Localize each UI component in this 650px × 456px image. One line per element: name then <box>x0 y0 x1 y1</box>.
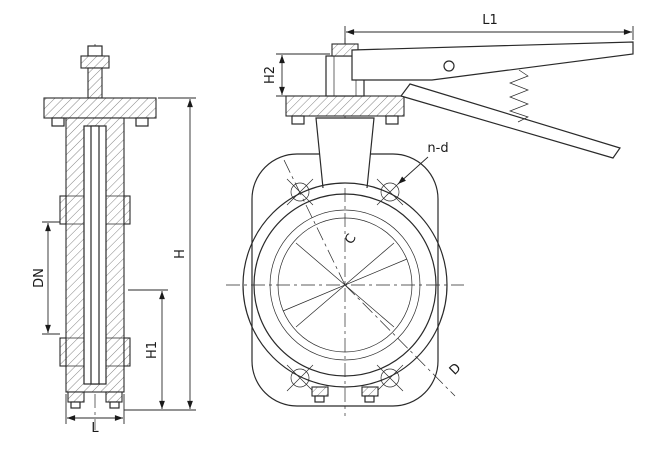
label-l: L <box>91 421 99 436</box>
dn-extension-lines <box>42 221 60 335</box>
front-plate-bolt-right <box>385 115 399 125</box>
dimension-h: H <box>124 97 196 411</box>
foot-right <box>105 391 123 403</box>
label-h2: H2 <box>263 66 278 84</box>
label-h1: H1 <box>145 341 160 359</box>
side-view-dimensions: DN H H1 L <box>32 97 196 436</box>
stem-rod <box>90 125 100 385</box>
stem-cap <box>80 55 110 69</box>
stem-knob <box>87 45 103 57</box>
n-d-leader-line <box>397 156 429 185</box>
lever-hole <box>443 60 455 72</box>
label-n-d: n-d <box>427 141 448 156</box>
foot-bolt-right <box>109 401 120 409</box>
neck <box>315 117 375 189</box>
foot-bolt-left <box>70 401 81 409</box>
front-view-dimensions: L1 H2 n-d C D <box>263 13 634 397</box>
dimension-dn: DN <box>32 221 60 335</box>
spring <box>508 69 529 123</box>
lever-handle <box>351 41 634 81</box>
callout-n-d: n-d <box>397 141 449 185</box>
front-plate-bolt-left <box>291 115 305 125</box>
front-foot-bolt-right <box>364 395 375 403</box>
seat-ring-lower-right <box>123 337 131 367</box>
front-view <box>226 38 634 416</box>
seat-ring-upper-left <box>59 195 67 225</box>
label-d: D <box>447 361 465 379</box>
l1-extension-lines <box>344 26 634 44</box>
bolt-hole-bottom-right <box>376 364 404 392</box>
seat-ring-upper-right <box>123 195 131 225</box>
d-diagonal-centerline <box>344 284 456 397</box>
front-foot-right <box>361 386 379 397</box>
plate-bolt-left <box>51 117 65 127</box>
c-diagonal-centerline <box>283 159 346 286</box>
plate-bolt-right <box>135 117 149 127</box>
trigger-lever <box>400 83 621 159</box>
stem <box>87 67 103 99</box>
disc-circle <box>277 217 413 353</box>
dimension-l: L <box>65 394 125 436</box>
seat-detail-lines <box>66 195 124 367</box>
top-flange-plate <box>43 97 157 119</box>
label-l1: L1 <box>482 13 498 28</box>
front-foot-bolt-left <box>314 395 325 403</box>
dimension-d: D <box>344 284 465 397</box>
flange-outer-circle <box>242 182 448 388</box>
dimension-h1: H1 <box>128 289 168 409</box>
h-extension-lines <box>124 97 196 411</box>
bore-circle <box>269 209 421 361</box>
side-view <box>43 44 157 430</box>
h2-extension-lines <box>276 53 330 97</box>
flange-inner-circle <box>253 193 437 377</box>
front-mounting-plate <box>285 95 405 117</box>
l-extension-lines <box>65 394 125 424</box>
front-foot-left <box>311 386 329 397</box>
dimension-l1: L1 <box>344 13 634 44</box>
dimension-h2: H2 <box>263 53 330 97</box>
seat-ring-lower-left <box>59 337 67 367</box>
bolt-hole-bottom-left <box>286 364 314 392</box>
label-dn: DN <box>32 268 47 288</box>
label-h: H <box>173 249 188 259</box>
foot-left <box>67 391 85 403</box>
